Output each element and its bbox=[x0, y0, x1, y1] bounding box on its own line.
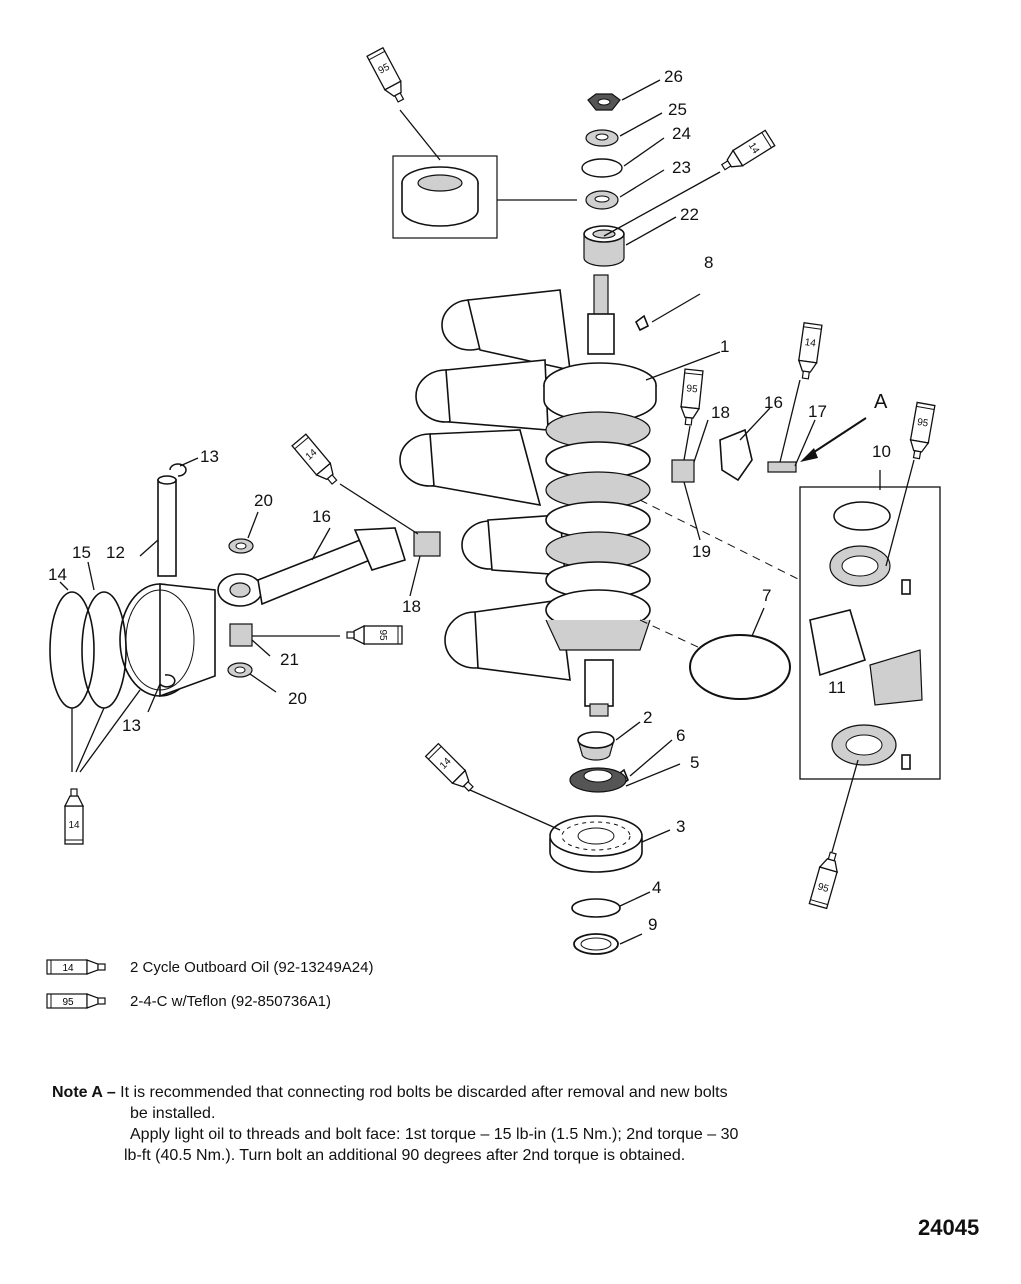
bearing-cup-2 bbox=[577, 721, 641, 761]
bearing-detail-box bbox=[799, 470, 941, 780]
seal-9 bbox=[573, 933, 643, 955]
note-label: Note A – bbox=[52, 1084, 116, 1101]
note-line-3: Apply light oil to threads and bolt face… bbox=[130, 1126, 739, 1143]
connecting-rod-16 bbox=[217, 527, 407, 607]
washer-20-top bbox=[228, 511, 259, 554]
svg-text:95: 95 bbox=[916, 417, 929, 430]
lubricant-tube-icon: 95 bbox=[808, 849, 843, 910]
cage-18-right bbox=[671, 419, 709, 541]
callout-20-top: 20 bbox=[254, 491, 273, 510]
piston-group-left bbox=[399, 289, 571, 681]
callout-19: 19 bbox=[692, 542, 711, 561]
svg-text:14: 14 bbox=[62, 963, 74, 974]
note-line-1: It is recommended that connecting rod bo… bbox=[120, 1084, 728, 1101]
piston-assembly-left bbox=[49, 457, 216, 773]
callout-14: 14 bbox=[48, 565, 67, 584]
lubricant-tube-icon: 95 bbox=[906, 401, 936, 461]
callout-10: 10 bbox=[872, 442, 891, 461]
cage-18-left bbox=[409, 531, 441, 597]
nut-5 bbox=[569, 763, 681, 793]
note-a: Note A – It is recommended that connecti… bbox=[52, 1082, 912, 1166]
callout-A: A bbox=[874, 391, 888, 413]
retaining-ring-7 bbox=[689, 607, 791, 700]
svg-text:95: 95 bbox=[816, 881, 830, 895]
seal-detail-box bbox=[392, 155, 577, 239]
lubricant-tube-icon: 95 bbox=[366, 47, 410, 106]
tube-icon: 14 bbox=[46, 959, 108, 975]
callout-2: 2 bbox=[643, 708, 652, 727]
callout-4: 4 bbox=[652, 878, 661, 897]
callout-16-right: 16 bbox=[764, 393, 783, 412]
callout-1: 1 bbox=[720, 337, 729, 356]
lubricant-tube-icon: 95 bbox=[678, 368, 704, 427]
legend-item-grease: 95 2-4-C w/Teflon (92-850736A1) bbox=[46, 990, 331, 1012]
drawing-number: 24045 bbox=[918, 1215, 980, 1240]
needle-bearing-21 bbox=[229, 623, 340, 657]
callout-9: 9 bbox=[648, 915, 657, 934]
callout-18-right: 18 bbox=[711, 403, 730, 422]
callout-8: 8 bbox=[704, 253, 713, 272]
callout-13-bottom: 13 bbox=[122, 716, 141, 735]
bearing-22 bbox=[583, 216, 677, 267]
rod-cap-16 bbox=[719, 407, 771, 482]
callout-7: 7 bbox=[762, 586, 771, 605]
bolt-17 bbox=[767, 419, 816, 473]
callout-6: 6 bbox=[676, 726, 685, 745]
callout-23: 23 bbox=[672, 158, 691, 177]
callout-15: 15 bbox=[72, 543, 91, 562]
tube-icon: 95 bbox=[46, 993, 108, 1009]
callout-21: 21 bbox=[280, 650, 299, 669]
washer-20-bottom bbox=[227, 662, 277, 693]
arrow-A bbox=[800, 417, 867, 462]
callout-16-left: 16 bbox=[312, 507, 331, 526]
legend-label: 2-4-C w/Teflon (92-850736A1) bbox=[130, 992, 331, 1010]
lubricant-tube-icon: 14 bbox=[717, 129, 776, 176]
lubricant-tube-icon: 14 bbox=[291, 433, 342, 489]
callout-11: 11 bbox=[828, 678, 846, 697]
svg-text:95: 95 bbox=[377, 62, 392, 77]
legend-label: 2 Cycle Outboard Oil (92-13249A24) bbox=[130, 958, 374, 976]
svg-text:14: 14 bbox=[804, 337, 817, 350]
callout-17: 17 bbox=[808, 402, 827, 421]
callout-13-top: 13 bbox=[200, 447, 219, 466]
nut-26 bbox=[587, 79, 661, 111]
crankshaft-assembly-1 bbox=[399, 274, 721, 717]
callout-12: 12 bbox=[106, 543, 125, 562]
callout-18-left: 18 bbox=[402, 597, 421, 616]
callout-3: 3 bbox=[676, 817, 685, 836]
svg-text:95: 95 bbox=[62, 997, 74, 1008]
o-ring-4 bbox=[571, 891, 651, 918]
callout-20-bottom: 20 bbox=[288, 689, 307, 708]
note-line-4: lb-ft (40.5 Nm.). Turn bolt an additiona… bbox=[124, 1147, 686, 1164]
lubricant-tube-icon: 14 bbox=[64, 788, 84, 845]
washer-25 bbox=[585, 112, 663, 147]
callout-25: 25 bbox=[668, 100, 687, 119]
ball-bearing-3 bbox=[549, 815, 671, 873]
note-line-2: be installed. bbox=[130, 1105, 216, 1122]
svg-text:14: 14 bbox=[68, 820, 80, 831]
lubricant-tube-icon: 95 bbox=[346, 625, 403, 645]
callout-26: 26 bbox=[664, 67, 683, 86]
svg-text:95: 95 bbox=[686, 383, 699, 395]
callout-22: 22 bbox=[680, 205, 699, 224]
svg-text:95: 95 bbox=[377, 629, 388, 641]
callouts: 26 25 24 23 22 8 1 A 16 17 18 10 19 7 13… bbox=[48, 67, 891, 934]
o-ring-24 bbox=[581, 137, 665, 178]
lubricant-tube-icon: 14 bbox=[795, 322, 823, 381]
callout-5: 5 bbox=[690, 753, 699, 772]
seal-23 bbox=[585, 169, 665, 210]
callout-24: 24 bbox=[672, 124, 691, 143]
legend-item-oil: 14 2 Cycle Outboard Oil (92-13249A24) bbox=[46, 956, 373, 978]
lubricant-tube-icon: 14 bbox=[424, 742, 478, 796]
